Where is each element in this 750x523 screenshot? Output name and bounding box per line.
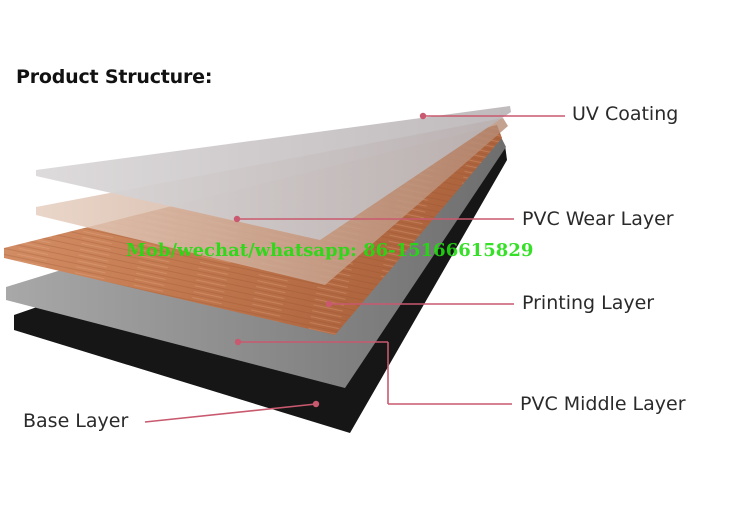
uv-coating-sheet <box>36 106 511 240</box>
contact-watermark: Mob/wechat/whatsapp: 86-15166615829 <box>126 240 534 261</box>
label-uv-coating: UV Coating <box>572 103 679 125</box>
leader-printing-layer <box>325 300 514 308</box>
label-pvc-wear-layer: PVC Wear Layer <box>522 208 674 230</box>
leader-pvc-middle-layer <box>234 338 512 405</box>
label-printing-layer: Printing Layer <box>522 292 655 314</box>
leader-uv-coating <box>419 112 565 120</box>
label-base-layer: Base Layer <box>23 410 129 432</box>
leader-base-layer <box>144 400 320 423</box>
label-pvc-middle-layer: PVC Middle Layer <box>520 393 686 415</box>
diagram-title: Product Structure: <box>16 66 213 88</box>
leader-pvc-wear-layer <box>233 215 514 223</box>
